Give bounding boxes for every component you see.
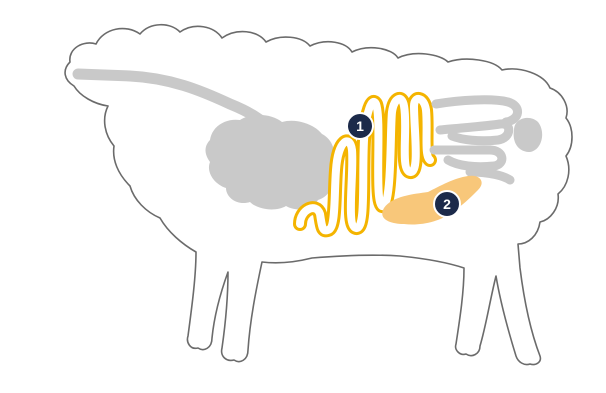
marker-1: 1: [347, 113, 373, 139]
marker-2: 2: [434, 191, 460, 217]
cecum: [514, 118, 543, 152]
marker-2-label: 2: [443, 196, 451, 212]
marker-1-label: 1: [356, 118, 364, 134]
